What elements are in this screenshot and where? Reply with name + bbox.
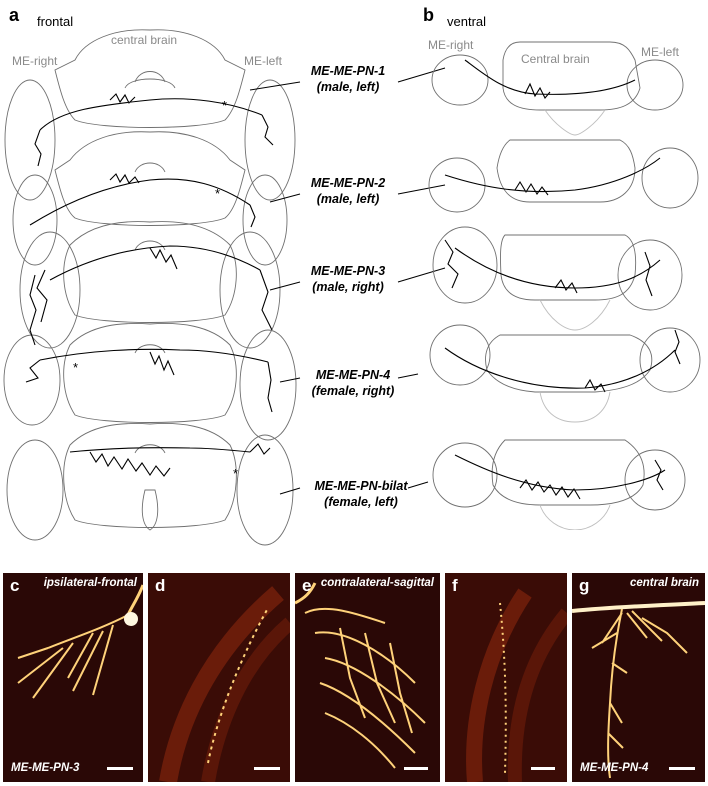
micrograph-g: g central brain ME-ME-PN-4 bbox=[572, 573, 705, 782]
neuron-label-5: ME-ME-PN-bilat (female, left) bbox=[306, 478, 416, 510]
micrograph-name-g: ME-ME-PN-4 bbox=[580, 762, 648, 774]
micrograph-title-g: central brain bbox=[630, 577, 699, 589]
neuron-trace-b2 bbox=[445, 158, 660, 195]
scale-bar-e bbox=[404, 767, 428, 770]
neuron-name-1: ME-ME-PN-1 bbox=[298, 63, 398, 79]
neuron-name-4: ME-ME-PN-4 bbox=[303, 367, 403, 383]
micrograph-letter-c: c bbox=[10, 576, 19, 596]
scale-bar-d bbox=[254, 767, 280, 770]
neuron-label-2: ME-ME-PN-2 (male, left) bbox=[298, 175, 398, 207]
micrograph-e-image bbox=[295, 573, 440, 782]
neuron-detail-1: (male, left) bbox=[298, 79, 398, 95]
micrograph-title-e: contralateral-sagittal bbox=[321, 577, 434, 589]
neuron-name-3: ME-ME-PN-3 bbox=[298, 263, 398, 279]
neuron-detail-2: (male, left) bbox=[298, 191, 398, 207]
micrograph-title-c: ipsilateral-frontal bbox=[44, 577, 137, 589]
scale-bar-c bbox=[107, 767, 133, 770]
micrograph-c-image bbox=[3, 573, 143, 782]
neuron-label-4: ME-ME-PN-4 (female, right) bbox=[303, 367, 403, 399]
neuron-trace-a1 bbox=[35, 94, 273, 166]
ventral-brain-diagrams bbox=[425, 30, 705, 530]
ventral-brain-row-1 bbox=[432, 42, 683, 135]
soma-marker-a2: * bbox=[215, 186, 220, 201]
micrograph-f: f bbox=[445, 573, 567, 782]
neuron-name-5: ME-ME-PN-bilat bbox=[306, 478, 416, 494]
micrograph-f-image bbox=[445, 573, 567, 782]
neuron-trace-b1 bbox=[465, 60, 635, 98]
micrograph-name-c: ME-ME-PN-3 bbox=[11, 762, 79, 774]
micrograph-d-image bbox=[148, 573, 290, 782]
neuron-detail-5: (female, left) bbox=[306, 494, 416, 510]
view-label-ventral: ventral bbox=[447, 14, 486, 29]
micrograph-letter-g: g bbox=[579, 576, 589, 596]
scale-bar-f bbox=[531, 767, 555, 770]
micrograph-d: d bbox=[148, 573, 290, 782]
ventral-brain-row-2 bbox=[429, 140, 698, 212]
neuron-label-1: ME-ME-PN-1 (male, left) bbox=[298, 63, 398, 95]
soma-marker-a5: * bbox=[233, 466, 238, 481]
micrograph-c: c ipsilateral-frontal ME-ME-PN-3 bbox=[3, 573, 143, 782]
neuron-trace-b5 bbox=[455, 455, 665, 499]
micrograph-e: e contralateral-sagittal bbox=[295, 573, 440, 782]
neuron-detail-4: (female, right) bbox=[303, 383, 403, 399]
ventral-brain-row-5 bbox=[433, 440, 685, 530]
neuron-name-2: ME-ME-PN-2 bbox=[298, 175, 398, 191]
ventral-brain-row-4 bbox=[430, 325, 700, 422]
soma-marker-a4: * bbox=[73, 360, 78, 375]
soma-marker-a1: * bbox=[222, 98, 227, 113]
neuron-trace-b4 bbox=[445, 330, 680, 392]
scale-bar-g bbox=[669, 767, 695, 770]
neuron-detail-3: (male, right) bbox=[298, 279, 398, 295]
ventral-brain-row-3 bbox=[433, 227, 682, 330]
neuron-label-3: ME-ME-PN-3 (male, right) bbox=[298, 263, 398, 295]
micrograph-letter-d: d bbox=[155, 576, 165, 596]
neuron-trace-b3 bbox=[445, 240, 660, 296]
panel-letter-b: b bbox=[423, 5, 434, 26]
micrograph-g-image bbox=[572, 573, 705, 782]
micrograph-letter-e: e bbox=[302, 576, 311, 596]
micrograph-letter-f: f bbox=[452, 576, 458, 596]
